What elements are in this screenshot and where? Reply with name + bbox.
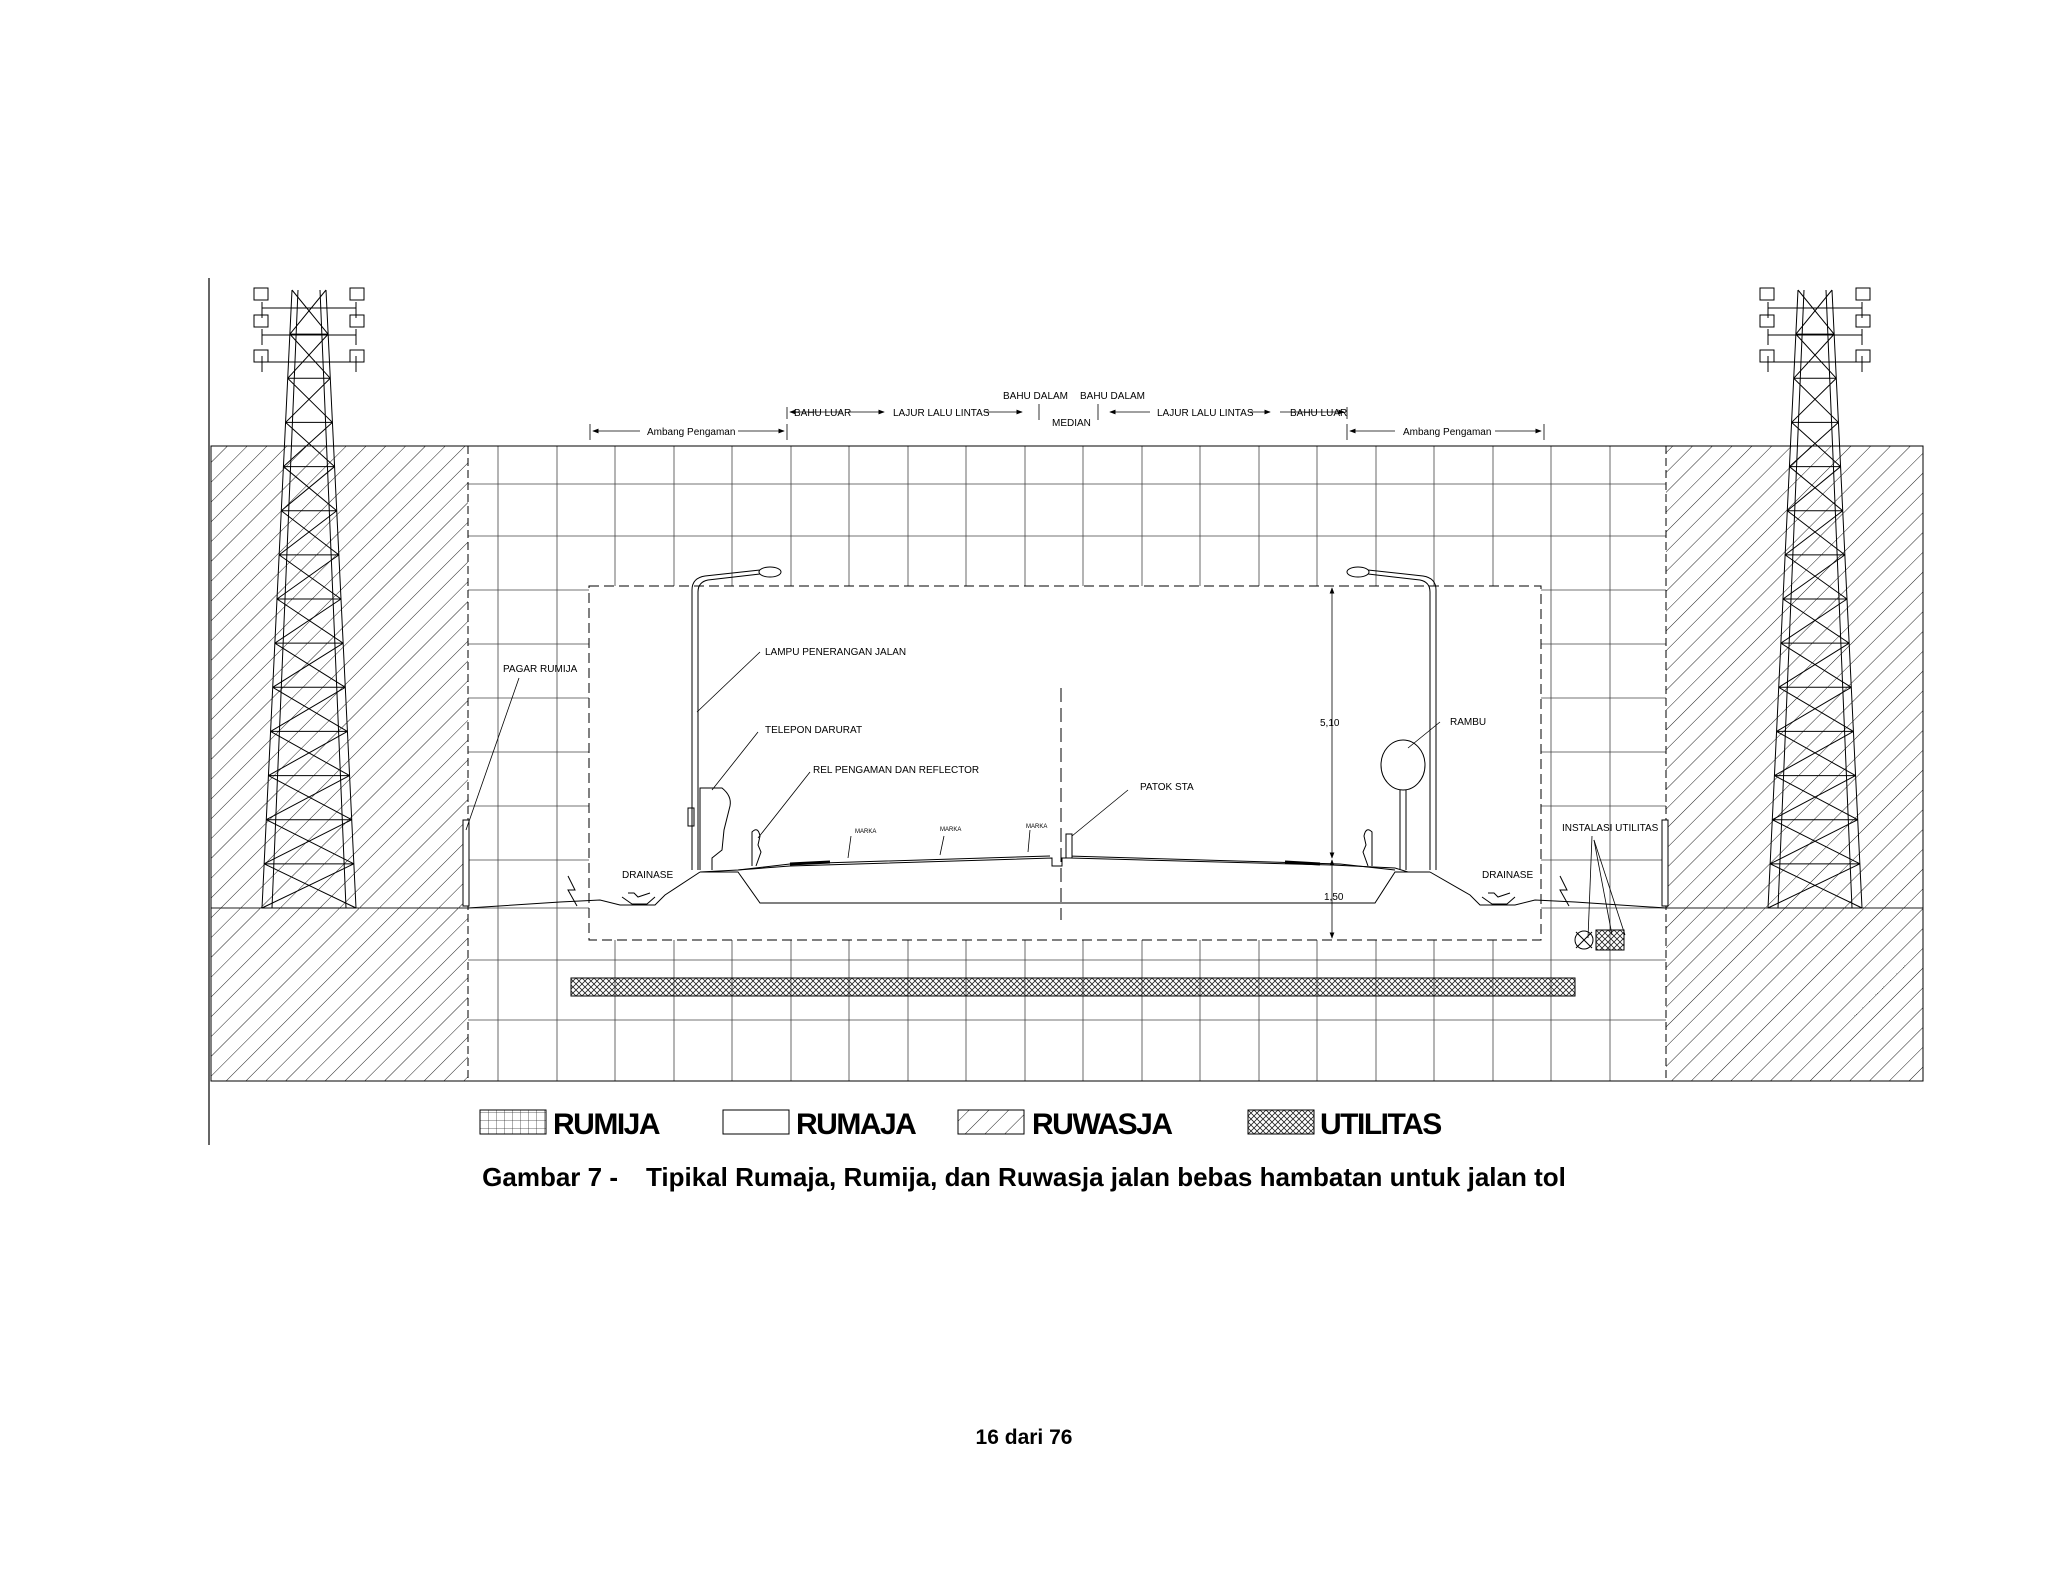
dim-depth: 1,50 [1324, 892, 1344, 903]
dim-bahu-dalam-right: BAHU DALAM [1080, 391, 1145, 402]
label-pagar-rumija: PAGAR RUMIJA [503, 664, 578, 675]
emergency-telephone [699, 787, 731, 870]
legend-label-rumaja: RUMAJA [796, 1108, 916, 1141]
transmission-tower-right [1759, 287, 1871, 909]
dim-bahu-luar-left: BAHU LUAR [794, 408, 851, 419]
lamp-post-right [1346, 566, 1437, 870]
label-marka-2: MARKA [940, 827, 961, 833]
label-drainase-right: DRAINASE [1482, 870, 1533, 881]
dim-ambang-left: Ambang Pengaman [647, 427, 735, 438]
legend: RUMIJA RUMAJA RUWASJA UTILITAS [479, 1108, 1443, 1141]
label-drainase-left: DRAINASE [622, 870, 673, 881]
legend-label-utilitas: UTILITAS [1320, 1108, 1441, 1141]
legend-swatch-utilitas [1247, 1109, 1315, 1135]
dim-median: MEDIAN [1052, 418, 1091, 429]
rumija-boundary [210, 445, 1924, 1082]
dimension-lines [589, 404, 1545, 939]
legend-label-rumija: RUMIJA [553, 1108, 660, 1141]
road-structure [467, 855, 1667, 909]
utilitas-band [570, 977, 1576, 997]
label-instalasi: INSTALASI UTILITAS [1562, 823, 1659, 834]
dim-lajur-right: LAJUR LALU LINTAS [1157, 408, 1254, 419]
figure-title: Tipikal Rumaja, Rumija, dan Ruwasja jala… [645, 1162, 1566, 1192]
pagar-rumija-left [462, 819, 470, 907]
guard-rail-left [751, 829, 762, 867]
legend-swatch-ruwasja [957, 1109, 1025, 1135]
pagar-rumija-right [1661, 819, 1669, 907]
patok-sta-post [1065, 833, 1073, 859]
dim-ambang-right: Ambang Pengaman [1403, 427, 1491, 438]
legend-swatch-rumija [479, 1109, 547, 1135]
legend-label-ruwasja: RUWASJA [1032, 1108, 1172, 1141]
figure-number: Gambar 7 - [482, 1162, 618, 1192]
leader-lines [465, 651, 1626, 939]
page-number: 16 dari 76 [975, 1426, 1073, 1449]
dim-bahu-luar-right: BAHU LUAR [1290, 408, 1347, 419]
label-marka-1: MARKA [855, 829, 876, 835]
rambu-sign [1380, 739, 1426, 870]
label-rambu: RAMBU [1450, 717, 1486, 728]
lamp-post-left [687, 566, 782, 870]
utility-installation [1574, 929, 1625, 951]
label-rel: REL PENGAMAN DAN REFLECTOR [813, 765, 979, 776]
label-patok: PATOK STA [1140, 782, 1194, 793]
label-telepon: TELEPON DARURAT [765, 725, 862, 736]
dim-height-clearance: 5,10 [1320, 718, 1340, 729]
legend-swatch-rumaja [722, 1109, 790, 1135]
label-marka-3: MARKA [1026, 824, 1047, 830]
guard-rail-right [1362, 829, 1373, 867]
transmission-tower-left [253, 287, 365, 909]
label-lampu: LAMPU PENERANGAN JALAN [765, 647, 906, 658]
dim-bahu-dalam-left: BAHU DALAM [1003, 391, 1068, 402]
dim-lajur-left: LAJUR LALU LINTAS [893, 408, 990, 419]
figure-caption: Gambar 7 - Tipikal Rumaja, Rumija, dan Ru… [0, 1162, 2048, 1193]
